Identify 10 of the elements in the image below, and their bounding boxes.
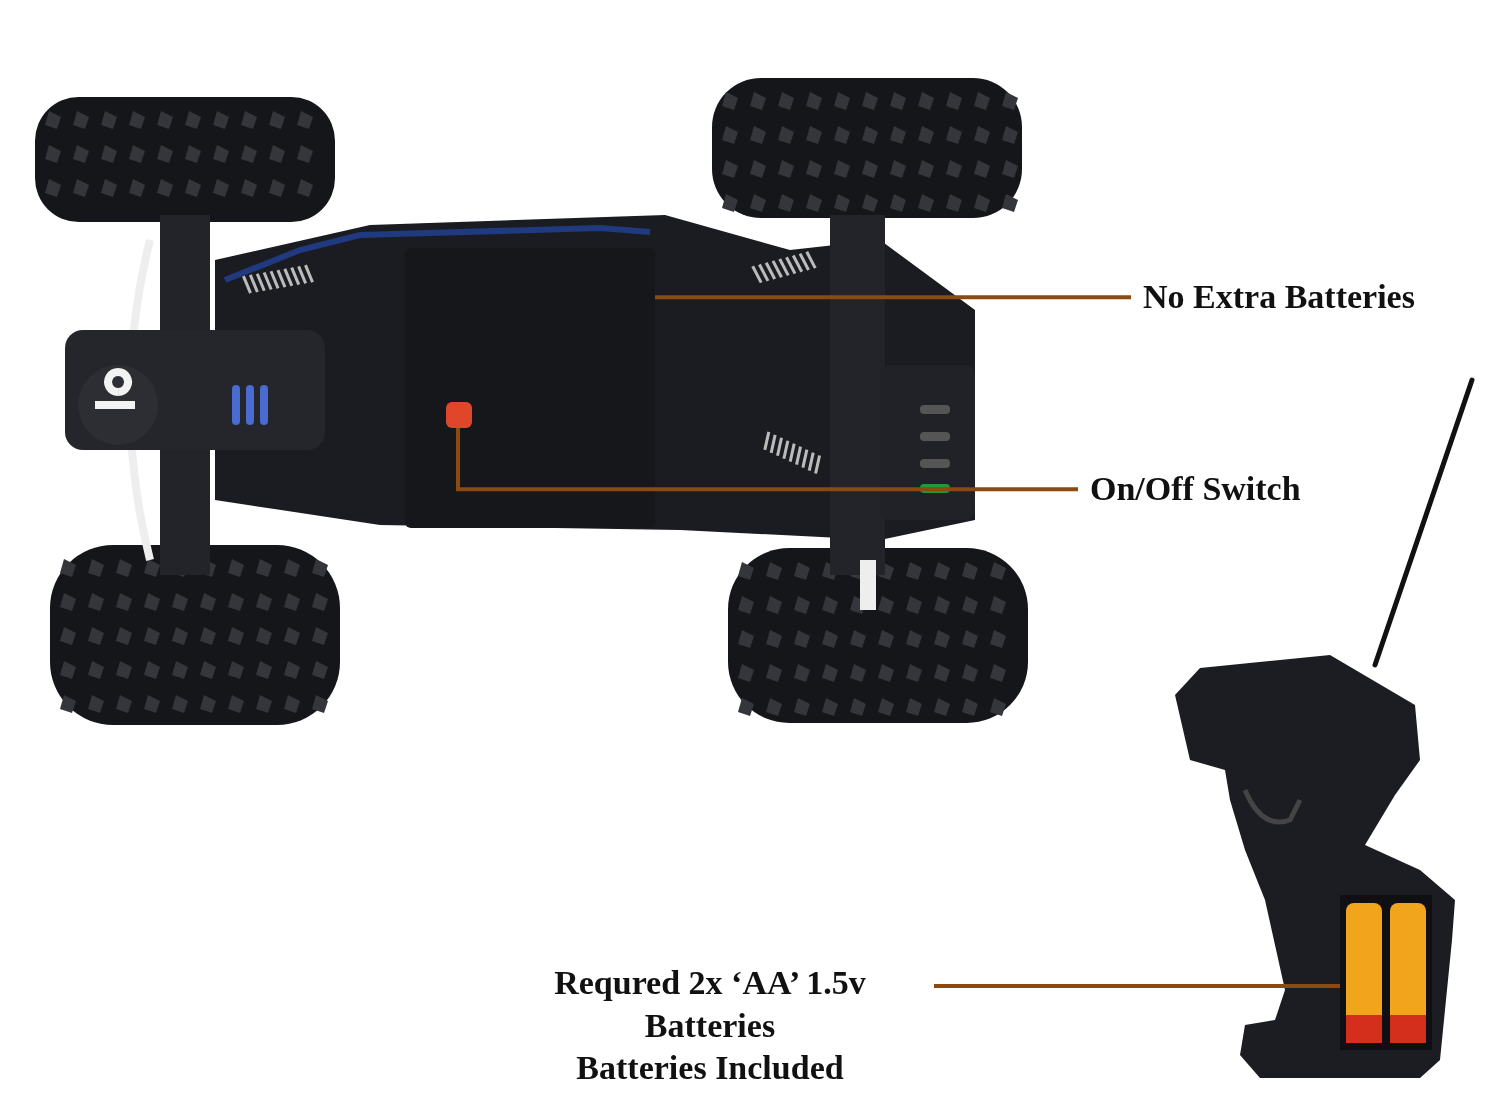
leader-line: [456, 428, 1078, 492]
callout-text: Batteries Included: [575, 1048, 845, 1088]
callout-text: On/Off Switch: [1090, 469, 1301, 509]
callout-text: No Extra Batteries: [1143, 277, 1415, 317]
leader-line: [655, 295, 1131, 300]
callout-text: Requred 2x ‘AA’ 1.5v Batteries: [553, 963, 867, 1046]
leader-line: [934, 984, 1340, 988]
power-switch: [446, 402, 472, 428]
battery-pair-drawing: [1340, 895, 1432, 1050]
battery-cover: [405, 248, 655, 528]
